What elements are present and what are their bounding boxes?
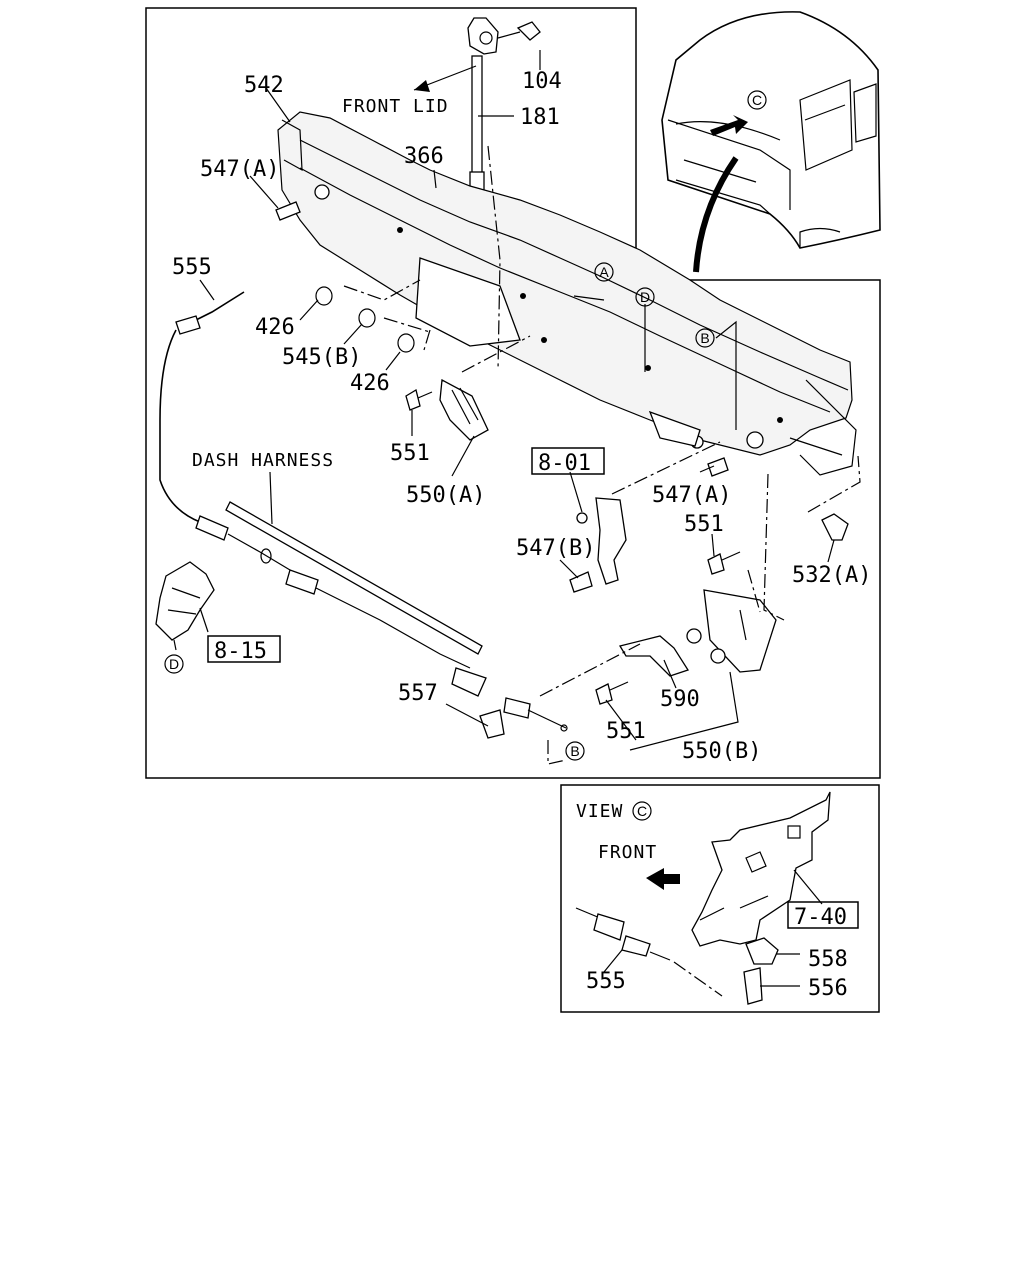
clip-8-15: [155, 561, 215, 641]
label-547a-top: 547(A): [200, 157, 279, 182]
label-555-inset: 555: [586, 969, 626, 994]
crossmember-panel: [277, 111, 857, 476]
label-532a: 532(A): [792, 563, 871, 588]
label-558: 558: [808, 947, 848, 972]
circle-ref-c-cab: C: [752, 92, 762, 108]
label-426-a: 426: [255, 315, 295, 340]
label-547b: 547(B): [516, 536, 595, 561]
bracket-8-01: [569, 497, 627, 593]
grommets: [315, 286, 415, 353]
circle-ref-a: A: [599, 264, 609, 280]
release-cable-555: [159, 291, 568, 739]
bracket-550a: [439, 378, 489, 441]
inset-view-c: VIEW C FRONT 7-40 558 555 556: [560, 784, 880, 1013]
label-426-b: 426: [350, 371, 390, 396]
ref-box-8-01: [531, 447, 605, 475]
circle-ref-c-inset: C: [637, 803, 647, 819]
label-590: 590: [660, 687, 700, 712]
circle-ref-d-top: D: [640, 289, 650, 305]
label-181: 181: [520, 105, 560, 130]
circle-refs-main: A D B D B: [164, 262, 715, 761]
label-551-a: 551: [390, 441, 430, 466]
label-542: 542: [244, 73, 284, 98]
circle-ref-b-bottom: B: [570, 743, 579, 759]
label-front-lid: FRONT LID: [342, 96, 449, 117]
label-550b: 550(B): [682, 739, 761, 764]
label-556: 556: [808, 976, 848, 1001]
label-104: 104: [522, 69, 562, 94]
front-arrow-icon: [646, 868, 680, 890]
label-551-b: 551: [684, 512, 724, 537]
label-555-main: 555: [172, 255, 212, 280]
ref-box-8-15: [207, 635, 281, 663]
bolt-547a-top: [275, 201, 301, 221]
label-547a-mid: 547(A): [652, 483, 731, 508]
dash-harness-rod: [225, 501, 483, 655]
label-366: 366: [404, 144, 444, 169]
bolt-551-right: [707, 551, 741, 575]
label-7-40: 7-40: [794, 905, 847, 930]
label-8-01: 8-01: [538, 451, 591, 476]
inset-frame: [560, 784, 880, 1013]
label-550a: 550(A): [406, 483, 485, 508]
label-8-15: 8-15: [214, 639, 267, 664]
label-front-inset: FRONT: [598, 842, 657, 863]
label-view: VIEW: [576, 801, 623, 822]
cab-illustration: C: [661, 11, 881, 273]
part-labels-main: 542 104 FRONT LID 181 366 547(A) 555 426…: [172, 69, 871, 764]
leader-lines: [173, 50, 861, 765]
bolt-551-left: [405, 388, 433, 411]
ref-box-7-40: [787, 901, 859, 929]
label-545b: 545(B): [282, 345, 361, 370]
bolt-532a: [821, 513, 849, 541]
bolt-547a-mid: [707, 457, 729, 477]
label-551-c: 551: [606, 719, 646, 744]
main-frame-border: [145, 7, 881, 779]
circle-ref-d-bottom: D: [169, 656, 179, 672]
label-557: 557: [398, 681, 438, 706]
circle-ref-b-top: B: [700, 330, 709, 346]
label-dash-harness: DASH HARNESS: [192, 450, 334, 471]
